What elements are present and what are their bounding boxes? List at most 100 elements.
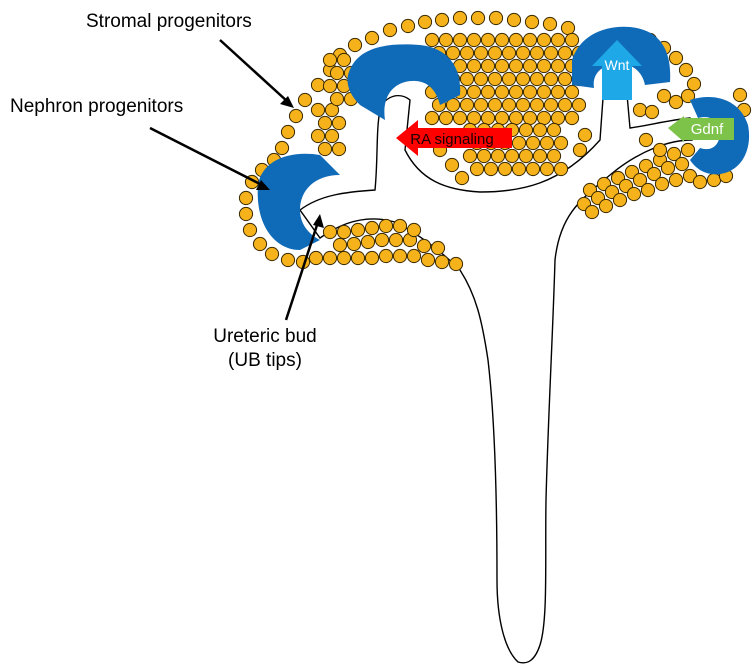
stromal-cell xyxy=(418,15,431,28)
stromal-cell xyxy=(627,187,640,200)
stromal-cell xyxy=(509,59,522,72)
stromal-cell xyxy=(519,149,532,162)
stromal-cell xyxy=(361,235,374,248)
stromal-cell xyxy=(495,111,508,124)
stromal-cell xyxy=(585,205,598,218)
stromal-cell xyxy=(512,136,525,149)
stromal-cell xyxy=(347,237,360,250)
stromal-cell xyxy=(653,143,666,156)
stromal-cell xyxy=(645,105,658,118)
stromal-cell xyxy=(530,72,543,85)
stromal-cell xyxy=(526,136,539,149)
stromal-pointer-arrow xyxy=(220,40,288,102)
stromal-progenitors-label: Stromal progenitors xyxy=(86,10,252,34)
stromal-cell xyxy=(489,11,502,24)
stromal-cell xyxy=(681,143,694,156)
stromal-cell xyxy=(239,191,252,204)
stromal-cell xyxy=(318,116,331,129)
stromal-cell xyxy=(558,72,571,85)
stromal-cell xyxy=(488,46,501,59)
stromal-cell xyxy=(275,141,288,154)
stromal-cell xyxy=(445,158,458,171)
stromal-cell xyxy=(318,142,331,155)
stromal-cell xyxy=(512,162,525,175)
stromal-cell xyxy=(693,175,706,188)
stromal-cell xyxy=(449,257,462,270)
stromal-cell xyxy=(502,98,515,111)
stromal-cell xyxy=(540,136,553,149)
stromal-cell xyxy=(474,72,487,85)
stromal-cell xyxy=(337,225,350,238)
stromal-cell xyxy=(675,157,688,170)
stromal-cell xyxy=(495,33,508,46)
stromal-cell xyxy=(661,161,674,174)
stromal-cell xyxy=(460,72,473,85)
stromal-cell xyxy=(365,251,378,264)
stromal-cell xyxy=(641,183,654,196)
stromal-cell xyxy=(558,46,571,59)
stromal-cell xyxy=(265,247,278,260)
stromal-cell xyxy=(474,46,487,59)
stromal-cell xyxy=(425,33,438,46)
stromal-cell xyxy=(655,177,668,190)
stromal-cell xyxy=(565,111,578,124)
stromal-cell xyxy=(365,31,378,44)
stromal-cell xyxy=(565,85,578,98)
gdnf-label: Gdnf xyxy=(691,121,724,138)
stromal-cell xyxy=(540,162,553,175)
stromal-cell xyxy=(323,225,336,238)
stromal-cell xyxy=(505,149,518,162)
stromal-cell xyxy=(348,38,361,51)
stromal-cell xyxy=(351,251,364,264)
stromal-cell xyxy=(733,88,746,101)
stromal-cell xyxy=(573,143,586,156)
stromal-cell xyxy=(551,59,564,72)
stromal-cell xyxy=(467,85,480,98)
nephron-progenitors-label: Nephron progenitors xyxy=(10,95,183,119)
stromal-cell xyxy=(537,33,550,46)
stromal-cell xyxy=(554,136,567,149)
stromal-cell xyxy=(509,111,522,124)
stromal-cell xyxy=(239,207,252,220)
stromal-cell xyxy=(425,111,438,124)
stromal-cell xyxy=(289,109,302,122)
stromal-cell xyxy=(311,129,324,142)
stromal-cell xyxy=(379,249,392,262)
stromal-cell xyxy=(298,93,311,106)
stromal-cell xyxy=(281,125,294,138)
stromal-cell xyxy=(243,223,256,236)
stromal-cell xyxy=(526,162,539,175)
stromal-cell xyxy=(543,17,556,30)
stromal-cell xyxy=(502,46,515,59)
nephron-pointer-arrow xyxy=(150,128,262,185)
stromal-cell xyxy=(379,219,392,232)
stromal-cell xyxy=(657,89,670,102)
stromal-cell xyxy=(561,21,574,34)
stromal-cell xyxy=(332,142,345,155)
stromal-cell xyxy=(453,11,466,24)
stromal-cell xyxy=(578,128,591,141)
stromal-cell xyxy=(393,219,406,232)
stromal-cell xyxy=(253,237,266,250)
stromal-cell xyxy=(407,249,420,262)
stromal-cell xyxy=(491,149,504,162)
stromal-cell xyxy=(484,162,497,175)
stromal-cell xyxy=(551,85,564,98)
stromal-cell xyxy=(383,23,396,36)
stromal-cell xyxy=(537,85,550,98)
stromal-cell xyxy=(669,51,682,64)
stromal-cell xyxy=(633,103,646,116)
stromal-cell xyxy=(421,253,434,266)
stromal-cell xyxy=(351,223,364,236)
stromal-cell xyxy=(679,63,692,76)
stromal-cell xyxy=(337,53,350,66)
stromal-cell xyxy=(453,111,466,124)
stromal-cell xyxy=(365,221,378,234)
stromal-cell xyxy=(330,66,343,79)
stromal-cell xyxy=(572,98,585,111)
stromal-cell xyxy=(323,53,336,66)
stromal-cell xyxy=(401,19,414,32)
stromal-cell xyxy=(417,239,430,252)
stromal-cell xyxy=(519,123,532,136)
